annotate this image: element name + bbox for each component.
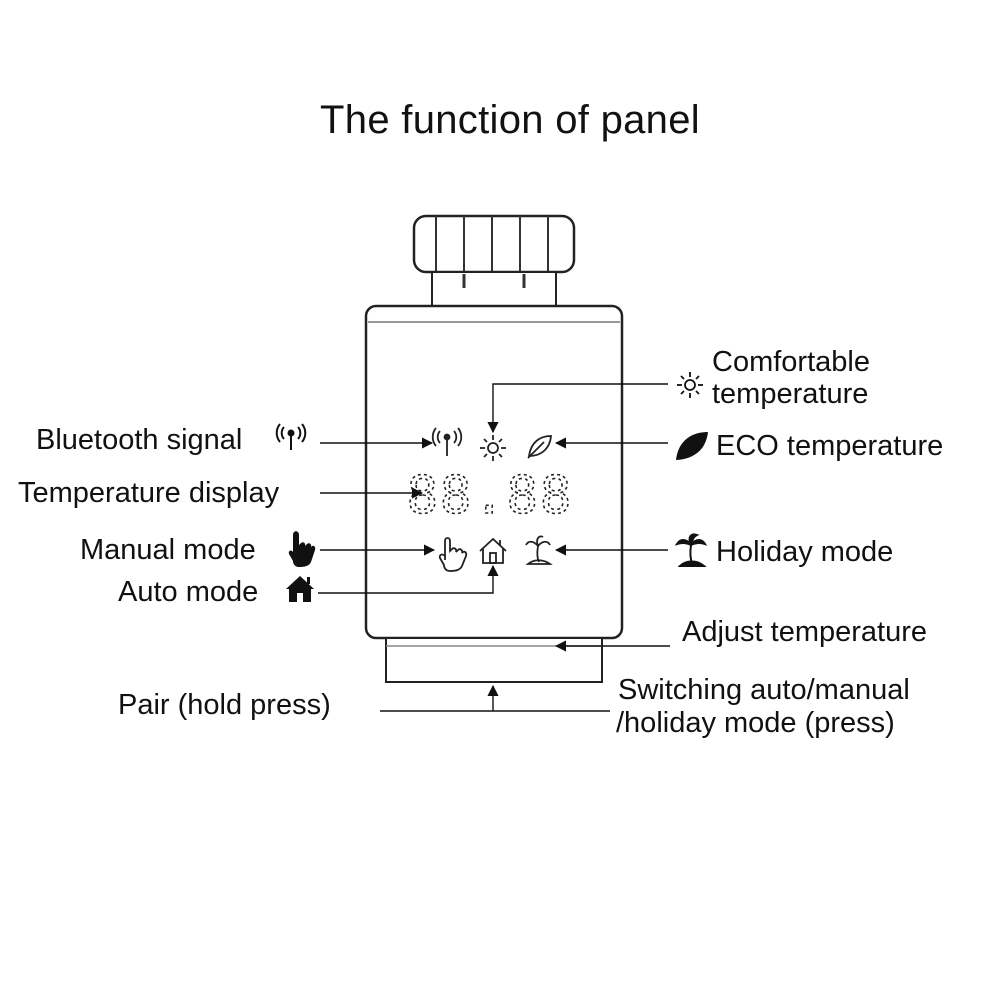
eco-temperature-label: ECO temperature [716,430,944,462]
adjust-temperature-label: Adjust temperature [682,616,928,648]
auto-mode-label: Auto mode [118,576,259,608]
leaf-icon [527,435,552,459]
leaf-icon [676,432,708,460]
pair-label: Pair (hold press) [118,689,331,721]
top-knob[interactable] [412,214,576,309]
leader-lines [318,383,670,712]
holiday-mode-label: Holiday mode [716,536,894,568]
house-icon [286,576,314,602]
comfortable-temperature-label-line2: temperature [712,378,869,410]
temperature-display-digits: 88.88 [407,466,574,526]
sun-icon [677,372,703,398]
palm-tree-icon [674,533,708,567]
house-icon [479,537,507,564]
adjust-ring[interactable] [385,637,603,683]
palm-tree-icon [525,535,553,565]
comfortable-temperature-label-line1: Comfortable [712,346,870,378]
bluetooth-signal-label: Bluetooth signal [36,424,243,456]
temperature-display-label: Temperature display [18,477,280,509]
bluetooth-signal-icon [275,423,307,450]
bluetooth-signal-icon [431,427,463,456]
page-title: The function of panel [320,98,700,142]
hand-pointer-icon [438,537,468,572]
switching-mode-label-line1: Switching auto/manual [618,674,910,706]
sun-icon [480,435,506,461]
switching-mode-label-line2: /holiday mode (press) [616,707,895,739]
hand-pointer-icon [288,531,316,567]
manual-mode-label: Manual mode [80,534,256,566]
